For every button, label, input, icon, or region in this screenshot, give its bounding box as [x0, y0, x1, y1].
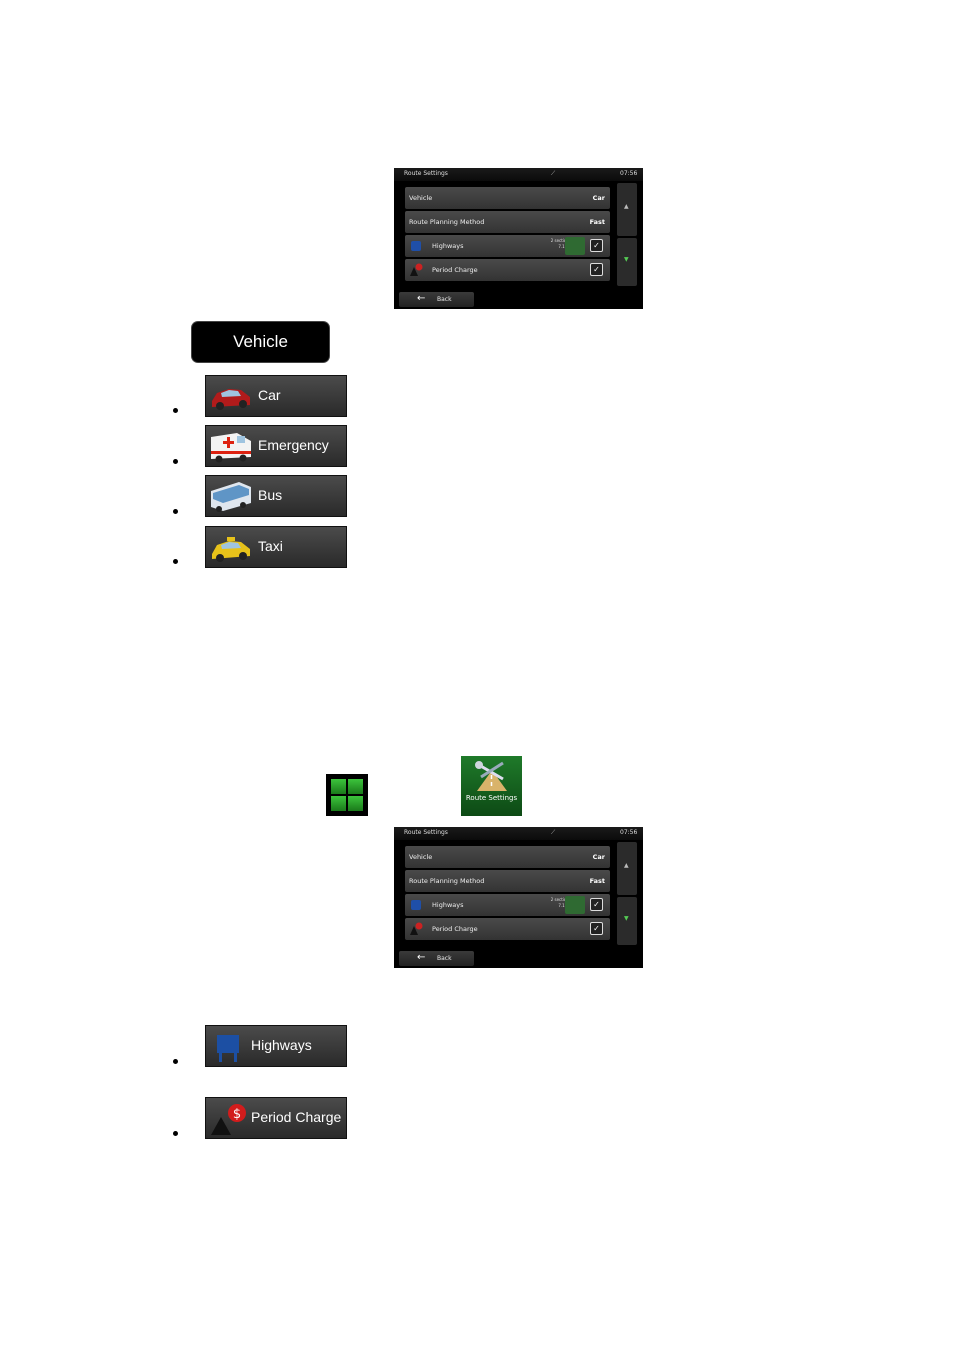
- bullet: [173, 459, 178, 464]
- row-label: Highways: [432, 242, 464, 250]
- highways-option-button[interactable]: Highways: [205, 1025, 347, 1067]
- route-settings-icon[interactable]: Route Settings: [461, 756, 522, 816]
- highway-sign-icon: [217, 1035, 239, 1062]
- wrench-road-icon: [475, 761, 507, 791]
- sections-count: 2 sections: [550, 238, 571, 243]
- scroll-up-button[interactable]: ▲: [617, 183, 637, 236]
- option-label: Bus: [258, 487, 283, 503]
- bullet: [173, 509, 178, 514]
- row-value: Car: [592, 853, 605, 861]
- grid-tile: [331, 779, 346, 794]
- row-label: Route Planning Method: [409, 877, 485, 885]
- back-button[interactable]: ← Back: [399, 292, 474, 307]
- route-planning-method-row[interactable]: Route Planning Method Fast: [405, 870, 610, 892]
- vehicle-row[interactable]: Vehicle Car: [405, 846, 610, 868]
- vehicle-button[interactable]: Vehicle: [192, 322, 329, 362]
- route-settings-label: Route Settings: [465, 794, 518, 802]
- scroll-down-button[interactable]: ▼: [617, 897, 637, 945]
- down-arrow-icon: ▼: [624, 915, 629, 922]
- sections-count: 2 sections: [550, 897, 571, 902]
- svg-text:$: $: [233, 1107, 241, 1122]
- route-settings-screenshot-2: Route Settings ⟋ 07:56 Vehicle Car Route…: [394, 827, 643, 968]
- back-button[interactable]: ← Back: [399, 951, 474, 966]
- route-settings-screenshot-1: Route Settings ⟋ 07:56 Vehicle Car Route…: [394, 168, 643, 309]
- up-arrow-icon: ▲: [624, 203, 629, 210]
- ambulance-icon: [211, 433, 251, 463]
- grid-tile: [348, 779, 363, 794]
- back-label: Back: [437, 955, 452, 962]
- bullet: [173, 559, 178, 564]
- scroll-up-button[interactable]: ▲: [617, 842, 637, 895]
- title-bar: [394, 827, 643, 840]
- map-preview-icon[interactable]: [565, 237, 585, 255]
- screen-title: Route Settings: [404, 170, 448, 177]
- option-label: Taxi: [258, 538, 283, 554]
- row-label: Vehicle: [409, 853, 433, 861]
- bus-option-button[interactable]: Bus: [205, 475, 347, 517]
- scroll-down-button[interactable]: ▼: [617, 238, 637, 286]
- grid-tile: [348, 796, 363, 811]
- period-charge-icon: [410, 922, 423, 935]
- highway-icon: [411, 241, 421, 251]
- bullet: [173, 1131, 178, 1136]
- row-value: Fast: [589, 218, 605, 226]
- period-charge-checkbox[interactable]: ✓: [590, 263, 603, 276]
- highway-icon: [411, 900, 421, 910]
- taxi-option-button[interactable]: Taxi: [205, 526, 347, 568]
- highways-checkbox[interactable]: ✓: [590, 239, 603, 252]
- row-label: Vehicle: [409, 194, 433, 202]
- back-arrow-icon: ←: [417, 293, 426, 304]
- distance: 7.1 mi: [558, 903, 571, 908]
- row-value: Fast: [589, 877, 605, 885]
- option-label: Emergency: [258, 437, 329, 453]
- title-bar: [394, 168, 643, 181]
- distance: 7.1 mi: [558, 244, 571, 249]
- taxi-icon: [212, 537, 250, 562]
- period-charge-icon: [410, 263, 423, 276]
- car-option-button[interactable]: Car: [205, 375, 347, 417]
- period-charge-row[interactable]: Period Charge ✓: [405, 259, 610, 281]
- period-charge-option-button[interactable]: $ Period Charge: [205, 1097, 347, 1139]
- back-arrow-icon: ←: [417, 952, 426, 963]
- back-label: Back: [437, 296, 452, 303]
- row-label: Route Planning Method: [409, 218, 485, 226]
- gps-signal-icon: ⟋: [551, 829, 556, 836]
- down-arrow-icon: ▼: [624, 256, 629, 263]
- route-planning-method-row[interactable]: Route Planning Method Fast: [405, 211, 610, 233]
- bullet: [173, 408, 178, 413]
- row-label: Period Charge: [432, 925, 478, 933]
- grid-tile: [331, 796, 346, 811]
- option-label: Period Charge: [251, 1109, 342, 1125]
- gps-signal-icon: ⟋: [551, 170, 556, 177]
- option-label: Highways: [251, 1037, 312, 1053]
- row-label: Highways: [432, 901, 464, 909]
- highways-checkbox[interactable]: ✓: [590, 898, 603, 911]
- period-charge-checkbox[interactable]: ✓: [590, 922, 603, 935]
- screen-title: Route Settings: [404, 829, 448, 836]
- bus-icon: [211, 482, 251, 512]
- clock: 07:56: [620, 829, 638, 836]
- period-charge-row[interactable]: Period Charge ✓: [405, 918, 610, 940]
- option-label: Car: [258, 387, 281, 403]
- row-label: Period Charge: [432, 266, 478, 274]
- emergency-option-button[interactable]: Emergency: [205, 425, 347, 467]
- map-preview-icon[interactable]: [565, 896, 585, 914]
- period-charge-icon: $: [211, 1104, 246, 1135]
- up-arrow-icon: ▲: [624, 862, 629, 869]
- menu-grid-icon[interactable]: [326, 774, 368, 816]
- row-value: Car: [592, 194, 605, 202]
- vehicle-row[interactable]: Vehicle Car: [405, 187, 610, 209]
- clock: 07:56: [620, 170, 638, 177]
- bullet: [173, 1059, 178, 1064]
- car-icon: [212, 389, 250, 410]
